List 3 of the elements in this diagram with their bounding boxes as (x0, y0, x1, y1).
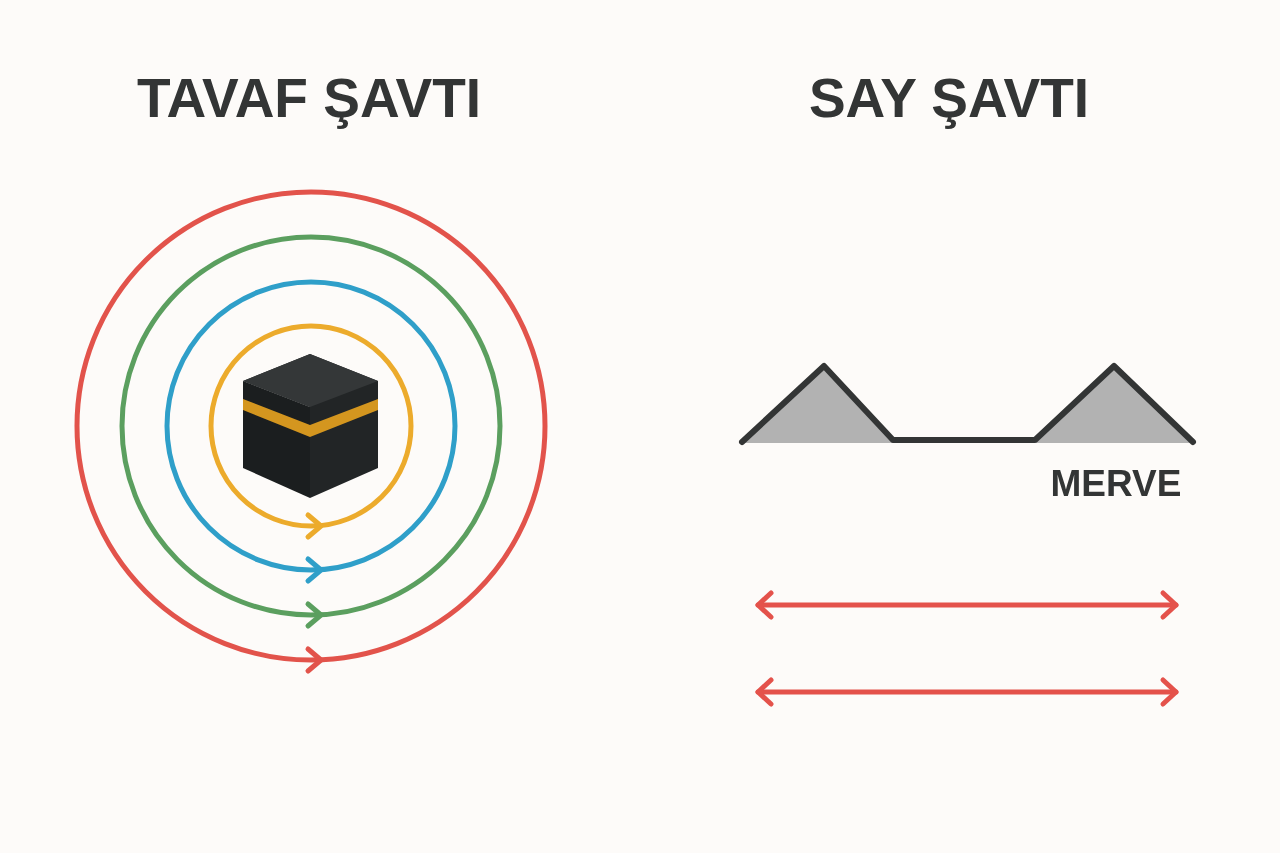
section-heading: TAVAF ŞAVTI (136, 66, 482, 131)
section-heading: SAY ŞAVTI (808, 66, 1090, 131)
place-label: MERVE (1050, 462, 1182, 506)
